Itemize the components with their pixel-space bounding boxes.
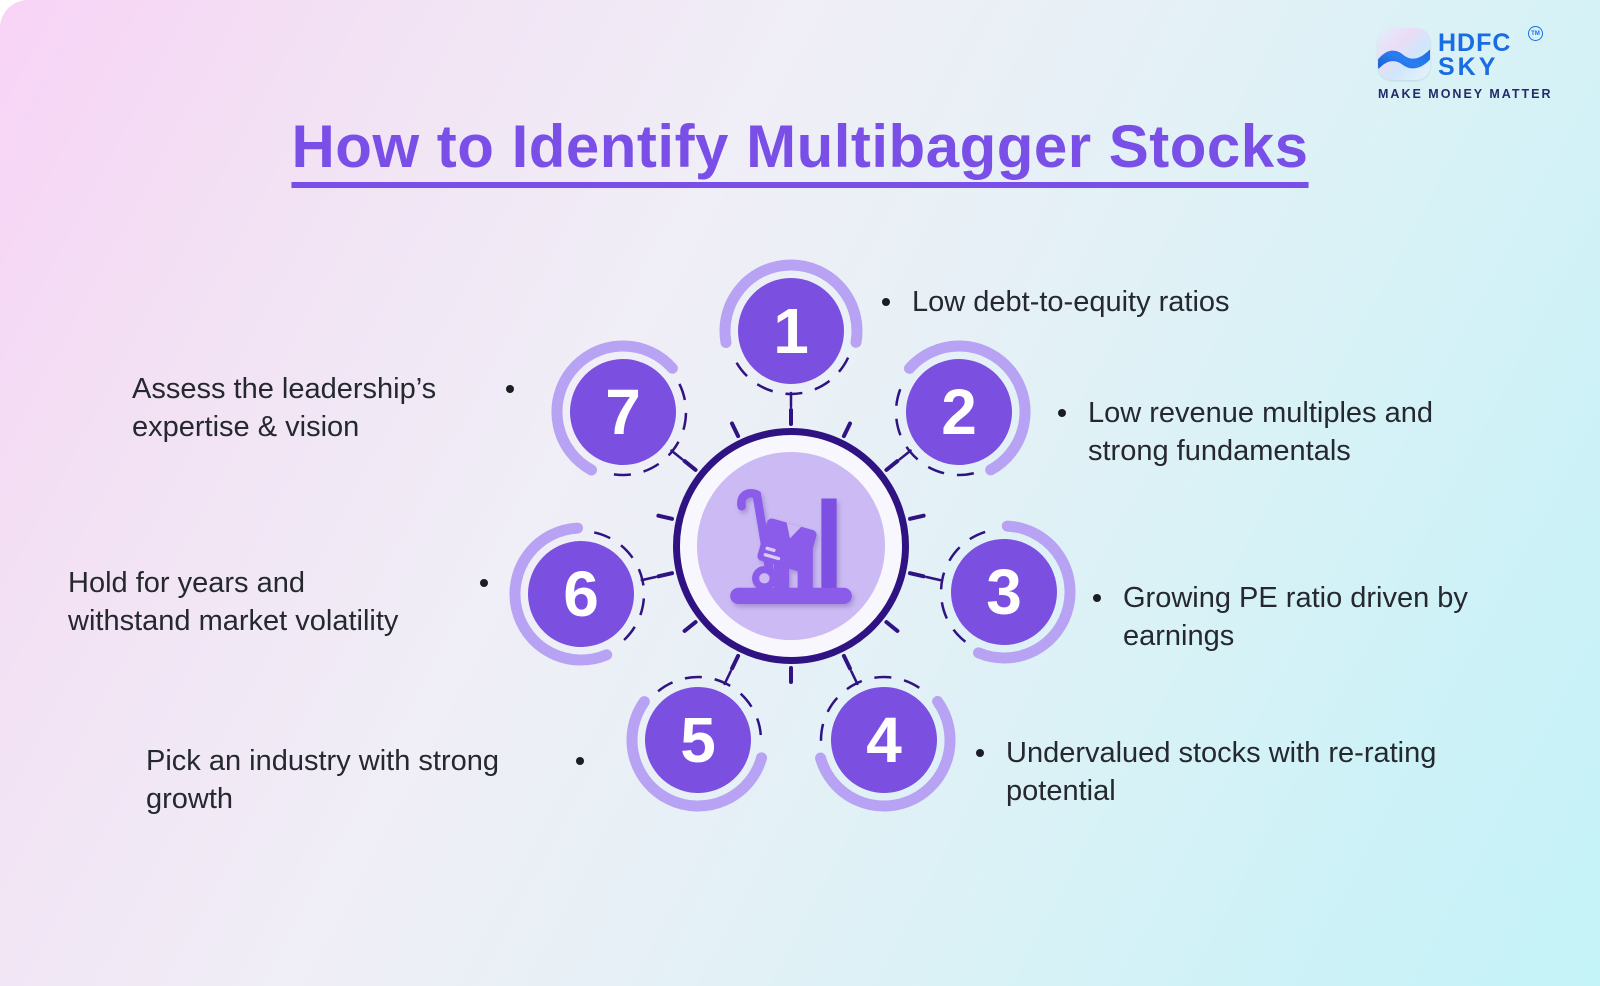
step-label-3: Growing PE ratio driven by earnings <box>1093 579 1468 655</box>
step-label-text: Low revenue multiples and strong fundame… <box>1088 397 1433 467</box>
step-label-4: Undervalued stocks with re-rating potent… <box>976 734 1436 810</box>
step-number: 6 <box>563 558 599 630</box>
page-title: How to Identify Multibagger Stocks <box>291 113 1309 180</box>
step-label-text: Growing PE ratio driven by earnings <box>1123 582 1468 652</box>
step-number: 2 <box>941 376 977 448</box>
brand-text: HDFC SKY <box>1438 29 1512 81</box>
step-label-7: Assess the leadership’s expertise & visi… <box>132 370 514 446</box>
step-label-text: Assess the leadership’s expertise & visi… <box>132 373 437 443</box>
brand-line-sky: SKY <box>1438 53 1499 81</box>
step-number: 5 <box>680 704 716 776</box>
bullet-dot <box>576 757 584 765</box>
step-label-text: Pick an industry with strong growth <box>146 745 499 815</box>
bullet-dot <box>882 298 890 306</box>
step-label-6: Hold for years and withstand market vola… <box>68 564 488 640</box>
step-label-text: Low debt-to-equity ratios <box>912 286 1230 318</box>
handtruck-chart-icon <box>730 489 852 604</box>
center-hub-inner <box>697 452 885 640</box>
node-arc-decoration <box>894 340 1031 477</box>
step-node-3: 3 <box>924 512 1084 672</box>
step-number: 4 <box>866 704 902 776</box>
center-hub <box>673 428 909 664</box>
bullet-dot <box>976 749 984 757</box>
node-arc-decoration <box>626 675 768 812</box>
node-arc-decoration <box>815 675 956 812</box>
step-number: 7 <box>605 376 641 448</box>
step-label-5: Pick an industry with strong growth <box>146 742 584 818</box>
step-node-5: 5 <box>618 660 778 820</box>
trademark-badge: TM <box>1528 26 1543 41</box>
step-label-2: Low revenue multiples and strong fundame… <box>1058 394 1433 470</box>
step-label-text: Undervalued stocks with re-rating potent… <box>1006 737 1437 807</box>
swoosh-icon <box>1378 49 1430 70</box>
step-label-1: Low debt-to-equity ratios <box>882 283 1230 321</box>
step-number: 3 <box>986 556 1022 628</box>
bullet-dot <box>1093 594 1101 602</box>
bullet-dot <box>480 579 488 587</box>
step-node-7: 7 <box>543 332 703 492</box>
step-node-4: 4 <box>804 660 964 820</box>
node-arc-decoration <box>551 340 688 477</box>
node-arc-decoration <box>509 522 646 666</box>
step-label-text: Hold for years and withstand market vola… <box>68 567 399 637</box>
step-node-2: 2 <box>879 332 1039 492</box>
step-node-1: 1 <box>711 251 871 411</box>
logo-mark-icon <box>1378 28 1430 80</box>
node-arc-decoration <box>939 520 1076 664</box>
step-node-6: 6 <box>501 514 661 674</box>
brand-line-hdfc: HDFC <box>1438 29 1512 57</box>
bullet-dot <box>506 385 514 393</box>
logo-tagline: MAKE MONEY MATTER <box>1378 87 1553 101</box>
node-arc-decoration <box>719 259 863 396</box>
bullet-dot <box>1058 409 1066 417</box>
step-number: 1 <box>773 295 809 367</box>
